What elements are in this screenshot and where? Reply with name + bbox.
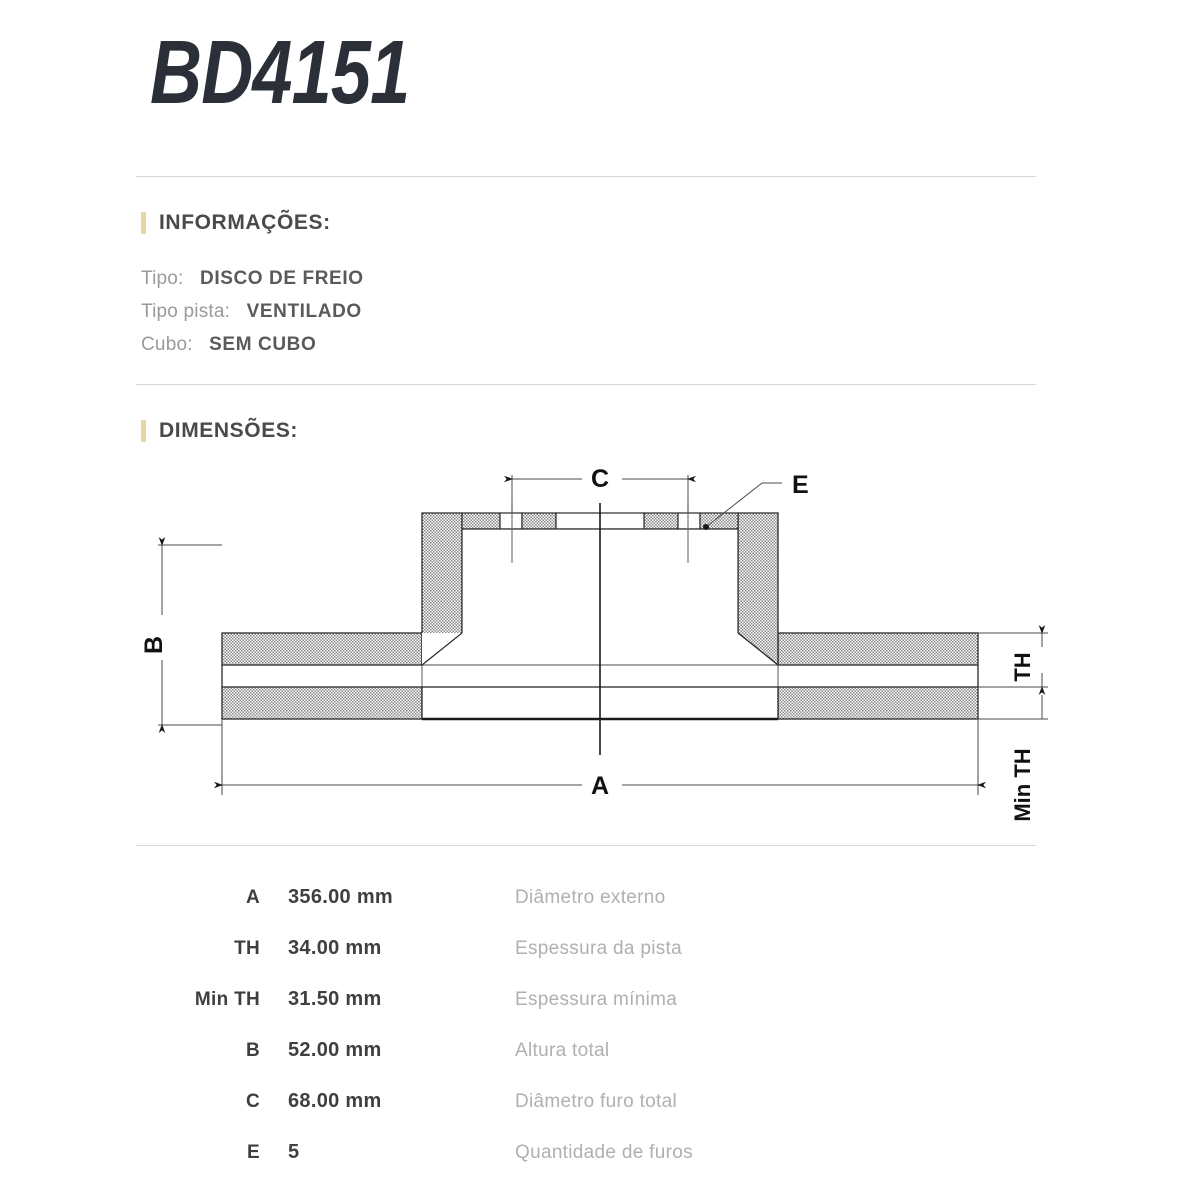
table-row: B 52.00 mm Altura total — [130, 1025, 1030, 1076]
mounting-flange-left-inner — [521, 512, 557, 530]
dimension-label-min-th: Min TH — [1010, 748, 1035, 821]
brake-disc-cross-section-diagram: C E B TH — [130, 455, 1070, 835]
dimension-min-th — [978, 695, 1048, 720]
disc-geometry — [221, 503, 979, 755]
info-label-tipo: Tipo: — [141, 268, 184, 289]
dim-key: C — [245, 1091, 260, 1112]
mounting-flange-right-inner — [643, 512, 679, 530]
dim-key: A — [245, 887, 260, 908]
accent-bar-icon — [141, 420, 146, 442]
dim-description: Espessura da pista — [515, 938, 682, 959]
friction-ring-lower-left — [221, 686, 423, 720]
friction-ring-lower-right — [777, 686, 979, 720]
table-row: TH 34.00 mm Espessura da pista — [130, 923, 1030, 974]
dim-value: 68.00 mm — [288, 1090, 382, 1112]
info-row: Tipo: DISCO DE FREIO — [141, 262, 741, 295]
page-title: BD4151 — [150, 23, 410, 123]
dimensoes-section-header: DIMENSÕES: — [141, 418, 298, 444]
info-label-cubo: Cubo: — [141, 334, 193, 355]
info-row: Cubo: SEM CUBO — [141, 328, 741, 361]
dim-value: 356.00 mm — [288, 886, 393, 908]
table-row: C 68.00 mm Diâmetro furo total — [130, 1076, 1030, 1127]
dim-key: Min TH — [194, 989, 260, 1010]
dimensions-table: A 356.00 mm Diâmetro externo TH 34.00 mm… — [130, 872, 1030, 1178]
dimension-e — [705, 482, 782, 528]
dim-value: 34.00 mm — [288, 937, 382, 959]
dim-description: Diâmetro furo total — [515, 1091, 677, 1112]
informacoes-heading: INFORMAÇÕES: — [159, 211, 331, 234]
dim-key: TH — [234, 938, 260, 959]
friction-ring-upper-right — [777, 632, 979, 666]
dimension-b — [158, 537, 222, 733]
dimension-th — [978, 625, 1048, 695]
leader-dot-e — [703, 524, 709, 530]
bolt-hole-right — [677, 512, 701, 530]
dim-value: 5 — [288, 1141, 300, 1163]
info-label-tipo-pista: Tipo pista: — [141, 301, 231, 322]
table-row: A 356.00 mm Diâmetro externo — [130, 872, 1030, 923]
dim-description: Espessura mínima — [515, 989, 678, 1010]
accent-bar-icon — [141, 212, 146, 234]
dim-value: 52.00 mm — [288, 1039, 382, 1061]
info-row: Tipo pista: VENTILADO — [141, 295, 741, 328]
dim-key: E — [247, 1142, 260, 1163]
dim-value: 31.50 mm — [288, 988, 382, 1010]
informacoes-section-header: INFORMAÇÕES: — [141, 210, 331, 236]
dimension-label-e: E — [792, 471, 809, 499]
info-value-tipo-pista: VENTILADO — [246, 301, 362, 322]
dimensoes-heading: DIMENSÕES: — [159, 419, 299, 442]
table-row: Min TH 31.50 mm Espessura mínima — [130, 974, 1030, 1025]
dim-description: Quantidade de furos — [515, 1142, 693, 1163]
dimension-c — [504, 475, 696, 513]
divider-bottom — [136, 845, 1036, 846]
title-block: BD4151 — [150, 18, 850, 138]
informacoes-list: Tipo: DISCO DE FREIO Tipo pista: VENTILA… — [141, 262, 741, 361]
dimension-label-a: A — [591, 772, 609, 800]
dimension-label-b: B — [140, 636, 168, 654]
bolt-hole-left — [499, 512, 523, 530]
divider-top — [136, 176, 1036, 177]
dimension-label-th: TH — [1010, 652, 1035, 681]
dimension-a — [214, 719, 986, 795]
table-row: E 5 Quantidade de furos — [130, 1127, 1030, 1178]
dim-description: Diâmetro externo — [515, 887, 666, 908]
friction-ring-upper-left — [221, 632, 423, 666]
dimension-label-c: C — [591, 465, 609, 493]
dim-key: B — [245, 1040, 260, 1061]
dim-description: Altura total — [515, 1040, 610, 1061]
mounting-flange-left — [461, 512, 501, 530]
divider-middle — [136, 384, 1036, 385]
info-value-cubo: SEM CUBO — [209, 334, 317, 355]
info-value-tipo: DISCO DE FREIO — [200, 268, 364, 289]
